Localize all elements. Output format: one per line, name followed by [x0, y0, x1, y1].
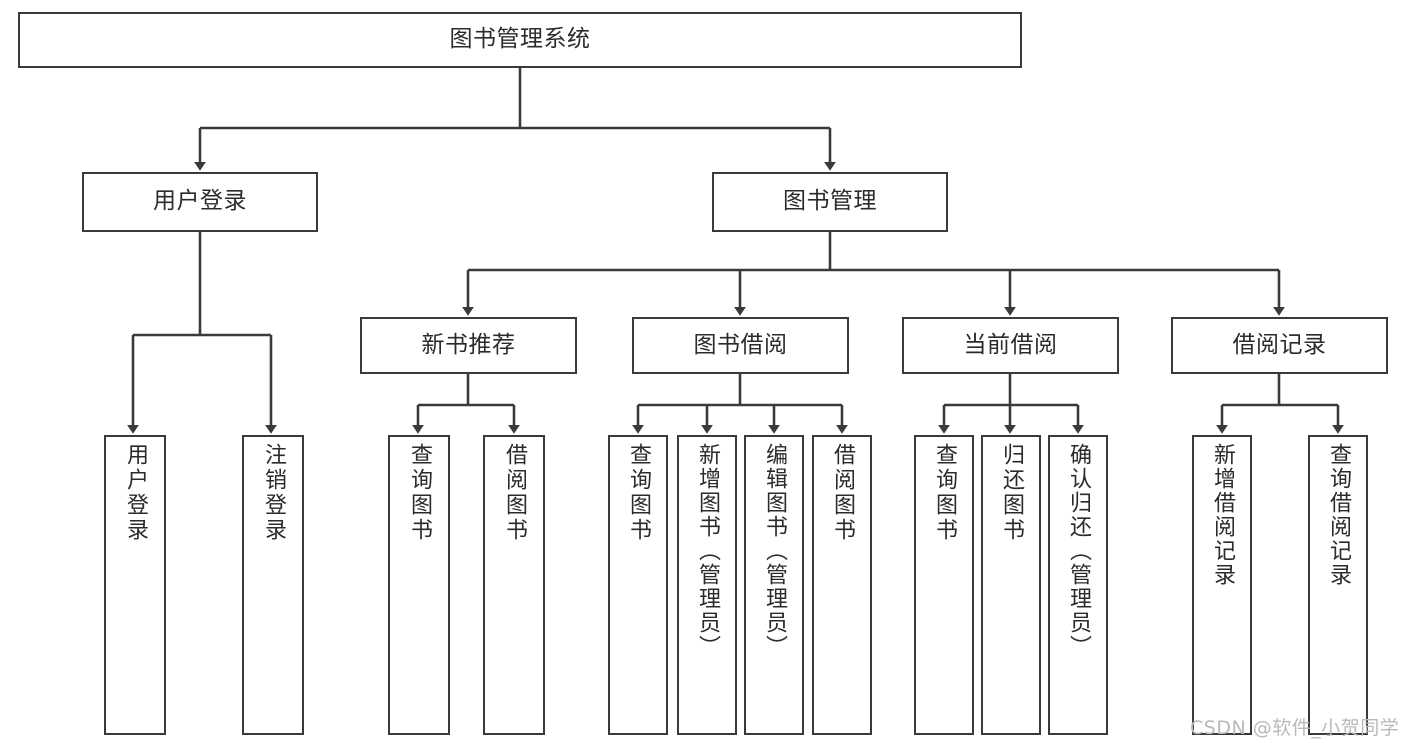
node-label: 注销登录	[261, 443, 286, 543]
node-root-book-management-system[interactable]: 图书管理系统	[18, 12, 1022, 68]
node-label: 归还图书	[999, 443, 1024, 543]
node-borrow-record[interactable]: 借阅记录	[1171, 317, 1388, 374]
leaf-borrow-record-add-record[interactable]: 新增借阅记录	[1192, 435, 1252, 735]
leaf-current-borrow-confirm-return-admin[interactable]: 确认归还（管理员）	[1048, 435, 1108, 735]
node-label: 图书管理	[783, 188, 877, 215]
node-label: 查询图书	[407, 443, 432, 543]
node-label: 查询图书	[932, 443, 957, 543]
watermark-text: CSDN @软件_小贺同学	[1190, 717, 1400, 739]
node-book-borrow[interactable]: 图书借阅	[632, 317, 849, 374]
node-label: 当前借阅	[963, 331, 1058, 358]
node-label: 新增图书（管理员）	[695, 443, 720, 659]
node-new-book-recommend[interactable]: 新书推荐	[360, 317, 577, 374]
node-label: 图书借阅	[693, 331, 788, 358]
node-label: 确认归还（管理员）	[1066, 443, 1091, 659]
leaf-book-borrow-edit-book-admin[interactable]: 编辑图书（管理员）	[744, 435, 804, 735]
node-label: 图书管理系统	[449, 26, 591, 53]
node-user-login[interactable]: 用户登录	[82, 172, 318, 232]
leaf-book-borrow-borrow-book[interactable]: 借阅图书	[812, 435, 872, 735]
leaf-borrow-record-query-record[interactable]: 查询借阅记录	[1308, 435, 1368, 735]
leaf-current-borrow-query-book[interactable]: 查询图书	[914, 435, 974, 735]
leaf-user-login-login[interactable]: 用户登录	[104, 435, 166, 735]
node-label: 借阅图书	[830, 443, 855, 543]
leaf-new-book-borrow-book[interactable]: 借阅图书	[483, 435, 545, 735]
leaf-book-borrow-query-book[interactable]: 查询图书	[608, 435, 668, 735]
node-label: 借阅记录	[1232, 331, 1327, 358]
node-label: 查询图书	[626, 443, 651, 543]
node-label: 查询借阅记录	[1326, 443, 1351, 587]
leaf-current-borrow-return-book[interactable]: 归还图书	[981, 435, 1041, 735]
node-label: 借阅图书	[502, 443, 527, 543]
node-label: 新增借阅记录	[1210, 443, 1235, 587]
node-current-borrow[interactable]: 当前借阅	[902, 317, 1119, 374]
node-label: 用户登录	[153, 188, 247, 215]
node-label: 编辑图书（管理员）	[762, 443, 787, 659]
leaf-user-login-logout[interactable]: 注销登录	[242, 435, 304, 735]
leaf-new-book-query-book[interactable]: 查询图书	[388, 435, 450, 735]
node-label: 用户登录	[123, 443, 148, 543]
node-label: 新书推荐	[421, 331, 516, 358]
leaf-book-borrow-add-book-admin[interactable]: 新增图书（管理员）	[677, 435, 737, 735]
node-book-management[interactable]: 图书管理	[712, 172, 948, 232]
